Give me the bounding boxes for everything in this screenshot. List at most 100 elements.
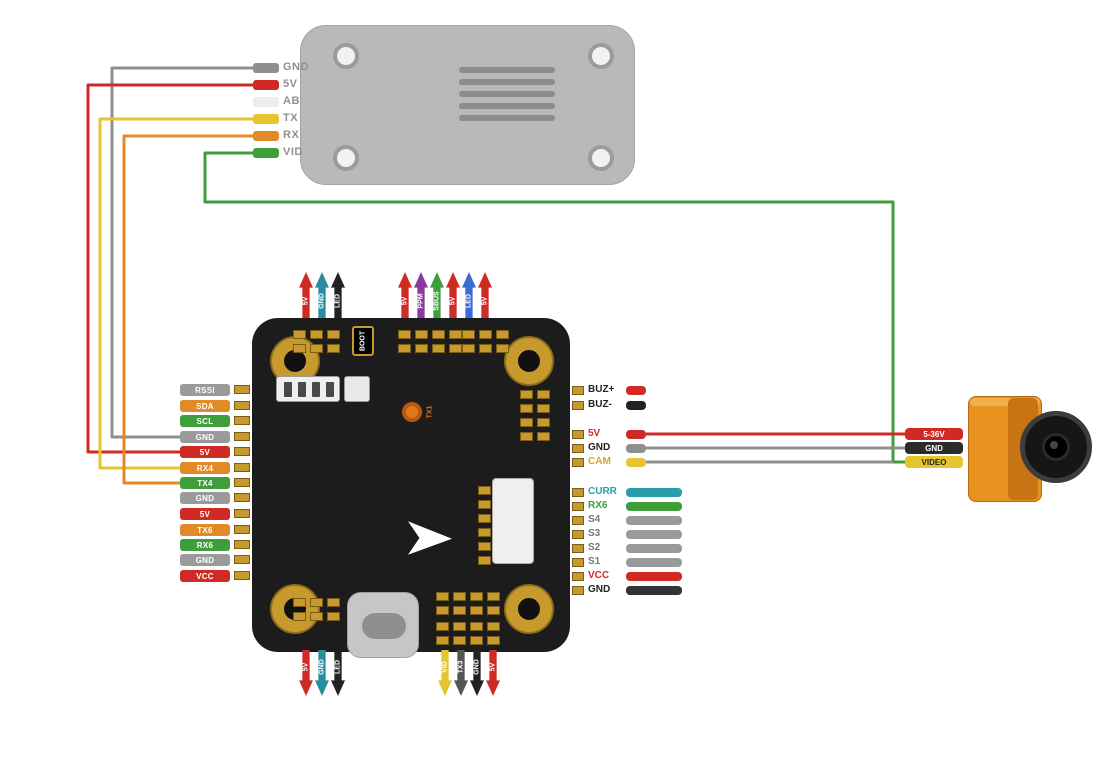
vtx-pin-label: VID [283, 146, 303, 158]
fc-left-pin-rx6: RX6 [180, 539, 230, 551]
fc-right-pin-cam [626, 458, 646, 467]
pad-grid-bottom-2 [487, 622, 500, 631]
fc-left-edge-pad [234, 447, 250, 456]
fc-left-edge-pad [234, 571, 250, 580]
tx1-label: TX1 [426, 405, 434, 419]
fc-right-pin-label-vcc: VCC [588, 570, 610, 581]
fc-right-pin-buz [626, 401, 646, 410]
fc-left-pin-vcc: VCC [180, 570, 230, 582]
pad-grid-bottom-2 [470, 636, 483, 645]
pin-label: LED [334, 294, 342, 309]
vtx-pin-label: 5V [283, 78, 298, 90]
fc-pin-ppm: PPM [414, 272, 428, 318]
fc-pin-led: LED [462, 272, 476, 318]
pad-grid-right [520, 404, 533, 413]
pad-grid-bottom-1 [436, 606, 449, 615]
pad-grid-top-left [293, 344, 306, 353]
fc-left-edge-pad [234, 493, 250, 502]
pin-arrow-shape [486, 650, 500, 696]
pin-arrow-shape [438, 650, 452, 696]
fc-right-pin-label-s3: S3 [588, 528, 601, 539]
fc-right-pin-vcc [626, 572, 682, 581]
pad-grid-top-mid [415, 330, 428, 339]
pad-grid-top-mid [398, 344, 411, 353]
dip-switch-lever [326, 382, 334, 397]
pin-label: GND [318, 293, 326, 310]
dip-switch-lever [298, 382, 306, 397]
fc-right-pin-label-s1: S1 [588, 556, 601, 567]
fc-pin-vid: VID [438, 650, 452, 696]
pin-label: 5V [302, 662, 310, 671]
fc-left-edge-pad [234, 478, 250, 487]
fc-right-edge-pad [572, 558, 584, 567]
fc-right-edge-pad [572, 488, 584, 497]
fc-left-pin-rssi: RSSI [180, 384, 230, 396]
pad-grid-right [520, 432, 533, 441]
pad-grid-top-left [327, 330, 340, 339]
fc-right-edge-pad [572, 516, 584, 525]
fc-pin-led: LED [331, 272, 345, 318]
pin-arrow-shape [299, 272, 313, 318]
fc-left-edge-pad [234, 432, 250, 441]
pad-grid-bottom-left [310, 612, 323, 621]
boot-button: BOOT [352, 326, 374, 356]
mounting-hole [272, 586, 318, 632]
fc-right-edge-pad [572, 530, 584, 539]
fc-left-pin-tx6: TX6 [180, 524, 230, 536]
fc-pin-gnd: GND [315, 272, 329, 318]
pin-label: 5V [302, 297, 310, 306]
component-block [344, 376, 370, 402]
pad-grid-jst [478, 542, 491, 551]
fc-left-edge-pad [234, 555, 250, 564]
fc-right-edge-pad [572, 502, 584, 511]
fc-left-edge-pad [234, 463, 250, 472]
dip-switch-lever [284, 382, 292, 397]
vtx-vent-line [459, 91, 555, 97]
pad-grid-jst [478, 528, 491, 537]
fc-left-edge-pad [234, 525, 250, 534]
vtx-vent-line [459, 115, 555, 121]
fc-right-pin-label-buz: BUZ+ [588, 384, 615, 395]
pin-arrow-shape [398, 272, 412, 318]
vtx-module [300, 25, 635, 185]
fc-pin-5v: 5V [299, 650, 313, 696]
fc-pin-5v: 5V [299, 272, 313, 318]
pad-grid-bottom-1 [487, 592, 500, 601]
fc-right-pin-label-buz: BUZ- [588, 399, 612, 410]
fc-right-pin-5v [626, 430, 646, 439]
fc-right-pin-s4 [626, 516, 682, 525]
fc-left-edge-pad [234, 416, 250, 425]
vtx-pin-label: GND [283, 61, 309, 73]
pad-grid-jst [478, 514, 491, 523]
fpv-camera-highlight [970, 398, 1040, 406]
pin-label: TX3 [457, 660, 465, 673]
fc-right-pin-s2 [626, 544, 682, 553]
usb-c-slot [362, 613, 406, 639]
pad-grid-bottom-1 [470, 606, 483, 615]
pad-grid-bottom-left [293, 598, 306, 607]
pin-label: GND [473, 658, 481, 675]
vtx-pin-ab [253, 97, 279, 107]
pad-grid-top-left [310, 330, 323, 339]
fc-left-pin-5v: 5V [180, 508, 230, 520]
fc-right-pin-label-cam: CAM [588, 456, 611, 467]
fc-right-edge-pad [572, 430, 584, 439]
vtx-vent-line [459, 79, 555, 85]
fc-pin-gnd: GND [315, 650, 329, 696]
pad-grid-bottom-1 [453, 592, 466, 601]
pad-grid-top-right [462, 344, 475, 353]
pin-arrow-shape [470, 650, 484, 696]
fc-left-pin-gnd: GND [180, 431, 230, 443]
fc-right-pin-gnd [626, 444, 646, 453]
pad-grid-right [537, 418, 550, 427]
dip-switch [276, 376, 340, 402]
fc-right-pin-label-5v: 5V [588, 428, 601, 439]
vtx-5v-wire [86, 83, 253, 454]
pad-grid-jst [478, 486, 491, 495]
pad-grid-bottom-2 [453, 636, 466, 645]
pad-grid-top-right [479, 344, 492, 353]
pin-label: GND [318, 658, 326, 675]
pin-label: PPM [417, 293, 425, 310]
pin-label: LED [334, 659, 342, 674]
pad-grid-bottom-left [293, 612, 306, 621]
